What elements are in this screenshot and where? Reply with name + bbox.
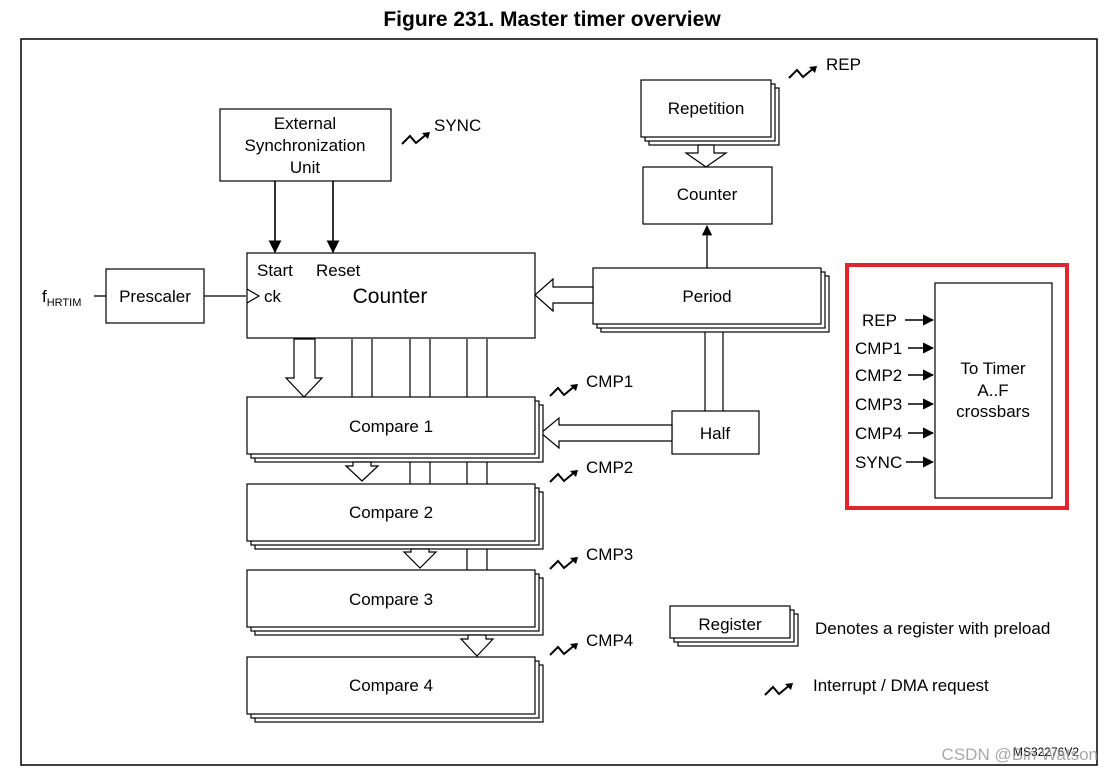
compare3-label: Compare 3: [349, 590, 433, 609]
half-label: Half: [700, 424, 731, 443]
crossbar-input-rep: REP: [862, 311, 897, 330]
crossbar-input-cmp1: CMP1: [855, 339, 902, 358]
csdn-watermark: CSDN @Bin Watson: [942, 745, 1098, 764]
figure-title: Figure 231. Master timer overview: [383, 8, 721, 31]
compare3-to-compare4-arrow: [459, 634, 495, 657]
crossbar-input-cmp4: CMP4: [855, 424, 902, 443]
crossbar-highlight-box: [845, 263, 1069, 510]
compare3-register: Compare 3: [246, 569, 544, 636]
compare1-to-compare2-arrow: [344, 461, 380, 482]
rep-to-counter-arrow: [684, 144, 728, 168]
crossbar-inputs: REP CMP1 CMP2 CMP3 CMP4 SYNC: [855, 311, 935, 472]
main-counter-block: Start Reset ck Counter: [246, 252, 536, 339]
crossbar-input-cmp3: CMP3: [855, 395, 902, 414]
period-register: Period: [592, 267, 830, 333]
prescaler-label: Prescaler: [119, 287, 191, 306]
half-block: Half: [671, 410, 760, 455]
counter-to-compare1-arrow: [284, 338, 324, 398]
compare2-label: Compare 2: [349, 503, 433, 522]
sync-interrupt-icon: [401, 131, 431, 145]
prescaler-block: Prescaler: [105, 268, 205, 324]
compare2-to-compare3-arrow: [402, 548, 438, 569]
ext-sync-line3: Unit: [290, 158, 321, 177]
legend-register-desc: Denotes a register with preload: [815, 619, 1050, 638]
repetition-label: Repetition: [668, 99, 745, 118]
ext-sync-line1: External: [274, 114, 336, 133]
half-to-compare1-arrow: [540, 416, 673, 450]
crossbar-line2: A..F: [977, 381, 1008, 400]
clock-input-triangle-icon: [246, 288, 261, 304]
cmp2-signal-label: CMP2: [586, 458, 633, 477]
legend-interrupt-desc: Interrupt / DMA request: [813, 676, 989, 695]
fhrtim-label: fHRTIM: [42, 287, 81, 309]
crossbar-line1: To Timer: [960, 359, 1026, 378]
legend-register: Register: [669, 605, 799, 647]
compare2-register: Compare 2: [246, 483, 544, 550]
compare1-label: Compare 1: [349, 417, 433, 436]
sync-signal-label: SYNC: [434, 116, 481, 135]
repetition-counter-block: Counter: [642, 166, 773, 225]
counter-reset-label: Reset: [316, 261, 361, 280]
crossbar-input-sync: SYNC: [855, 453, 902, 472]
rep-interrupt-icon: [788, 65, 818, 79]
ext-sync-line2: Synchronization: [245, 136, 366, 155]
cmp3-signal-label: CMP3: [586, 545, 633, 564]
repetition-register: Repetition: [640, 79, 780, 146]
rep-signal-label: REP: [826, 55, 861, 74]
crossbar-block: To Timer A..F crossbars: [934, 282, 1053, 499]
counter-title: Counter: [353, 285, 428, 308]
figure-frame: [20, 38, 1098, 766]
cmp4-interrupt-icon: [549, 642, 579, 656]
compare1-register: Compare 1: [246, 396, 544, 463]
legend-register-label: Register: [698, 615, 762, 634]
legend-interrupt-icon: [764, 682, 794, 696]
cmp4-signal-label: CMP4: [586, 631, 633, 650]
compare4-register: Compare 4: [246, 656, 544, 723]
cmp2-interrupt-icon: [549, 469, 579, 483]
cmp3-interrupt-icon: [549, 556, 579, 570]
cmp1-signal-label: CMP1: [586, 372, 633, 391]
ext-sync-unit-block: External Synchronization Unit: [219, 108, 392, 182]
cmp1-interrupt-icon: [549, 383, 579, 397]
counter-ck-label: ck: [264, 287, 282, 306]
repetition-counter-label: Counter: [677, 185, 738, 204]
crossbar-line3: crossbars: [956, 402, 1030, 421]
compare4-label: Compare 4: [349, 676, 433, 695]
period-label: Period: [682, 287, 731, 306]
figure-reference: MS32276V2: [1013, 745, 1079, 759]
period-to-counter-arrow: [534, 277, 594, 313]
crossbar-input-cmp2: CMP2: [855, 366, 902, 385]
counter-start-label: Start: [257, 261, 293, 280]
